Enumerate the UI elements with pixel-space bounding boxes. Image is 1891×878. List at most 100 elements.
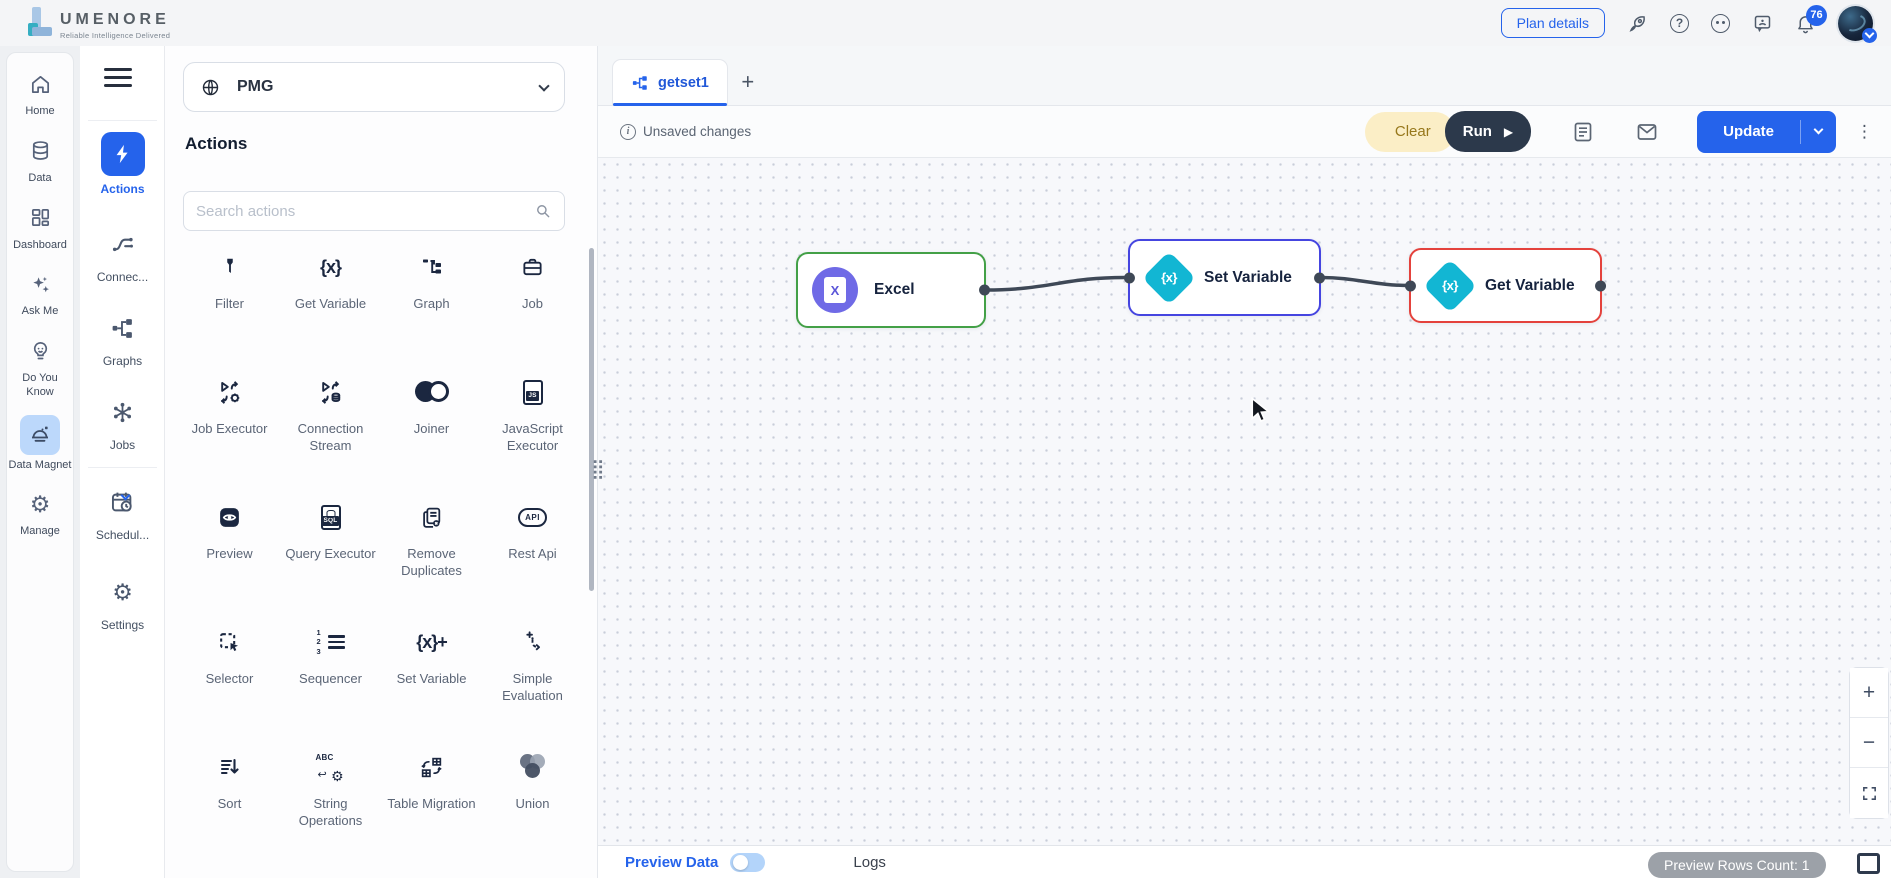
action-javascript-executor[interactable]: JS JavaScript Executor xyxy=(482,367,583,492)
action-connection-stream[interactable]: Connection Stream xyxy=(280,367,381,492)
table-migration-icon xyxy=(419,750,444,784)
assistant-bot-icon[interactable] xyxy=(1711,13,1730,33)
string-operations-icon: ABC↩⚙ xyxy=(315,753,344,784)
action-preview[interactable]: Preview xyxy=(179,492,280,617)
zoom-out-button[interactable]: − xyxy=(1850,718,1888,768)
unsaved-changes-status: i Unsaved changes xyxy=(620,123,751,140)
job-icon xyxy=(521,250,544,284)
more-options-kebab-icon[interactable]: ⋮ xyxy=(1856,121,1873,141)
node-input-port[interactable] xyxy=(1404,280,1416,291)
help-icon[interactable]: ? xyxy=(1670,13,1689,33)
sidebar-item-graphs[interactable]: Graphs xyxy=(80,308,165,368)
sidebar-item-home[interactable]: Home xyxy=(8,67,72,119)
zoom-in-button[interactable]: + xyxy=(1850,668,1888,718)
search-actions-box xyxy=(183,191,565,231)
workspace-selector[interactable]: PMG xyxy=(183,62,565,112)
hamburger-menu-icon[interactable] xyxy=(104,68,132,88)
action-table-migration[interactable]: Table Migration xyxy=(381,742,482,867)
remove-duplicates-icon xyxy=(419,500,444,534)
action-union[interactable]: Union xyxy=(482,742,583,867)
divider xyxy=(88,120,157,121)
mail-icon[interactable] xyxy=(1635,120,1659,144)
action-partial-cut-off[interactable] xyxy=(179,867,280,878)
update-options-chevron[interactable] xyxy=(1801,124,1836,135)
set-variable-diamond-icon: {x} xyxy=(1142,250,1196,305)
notification-count-badge: 76 xyxy=(1806,4,1827,26)
action-job[interactable]: Job xyxy=(482,242,583,367)
sort-icon xyxy=(218,750,242,784)
action-rest-api[interactable]: API Rest Api xyxy=(482,492,583,617)
action-graph[interactable]: Graph xyxy=(381,242,482,367)
action-simple-evaluation[interactable]: Simple Evaluation xyxy=(482,617,583,742)
get-variable-icon: {x} xyxy=(319,256,342,277)
sidebar-item-data[interactable]: Data xyxy=(8,134,72,186)
panel-scrollbar[interactable] xyxy=(589,248,594,591)
sidebar-item-do-you-know[interactable]: Do You Know xyxy=(8,334,72,400)
action-query-executor[interactable]: SQL Query Executor xyxy=(280,492,381,617)
top-bar: UMENORE Reliable Intelligence Delivered … xyxy=(0,0,1891,46)
action-sort[interactable]: Sort xyxy=(179,742,280,867)
node-input-port[interactable] xyxy=(1123,272,1135,283)
selector-icon xyxy=(217,625,242,659)
action-get-variable[interactable]: {x} Get Variable xyxy=(280,242,381,367)
sidebar-item-ask-me[interactable]: Ask Me xyxy=(8,267,72,319)
add-tab-button[interactable]: + xyxy=(741,69,755,94)
primary-sidebar-card: Home Data Dashboard Ask Me Do You Know xyxy=(6,52,74,872)
node-get-variable[interactable]: {x} Get Variable xyxy=(1404,248,1607,323)
workflow-connectors xyxy=(984,275,1411,292)
active-tab-underline xyxy=(613,102,727,106)
action-filter[interactable]: Filter xyxy=(179,242,280,367)
preview-monitor-icon[interactable] xyxy=(1857,853,1880,874)
joiner-icon xyxy=(414,375,449,409)
sidebar-item-settings[interactable]: ⚙ Settings xyxy=(80,572,165,632)
action-string-operations[interactable]: ABC↩⚙ String Operations xyxy=(280,742,381,867)
rocket-icon[interactable] xyxy=(1627,13,1648,34)
sidebar-item-schedules[interactable]: Schedul... xyxy=(80,482,165,542)
run-button[interactable]: Run ▶ xyxy=(1444,111,1532,152)
workflow-canvas[interactable]: X Excel {x} Set Variable {x} Get Variabl… xyxy=(598,158,1891,845)
tab-getset1[interactable]: getset1 xyxy=(612,59,728,106)
preview-data-label[interactable]: Preview Data xyxy=(625,853,719,871)
node-excel[interactable]: X Excel xyxy=(796,252,991,328)
clear-button[interactable]: Clear xyxy=(1364,111,1455,152)
node-output-port[interactable] xyxy=(1314,272,1326,283)
notifications-bell[interactable]: 76 xyxy=(1795,4,1827,34)
sidebar-item-actions[interactable]: Actions xyxy=(80,132,165,196)
logs-tab[interactable]: Logs xyxy=(853,853,886,871)
action-sequencer[interactable]: 123 Sequencer xyxy=(280,617,381,742)
action-job-executor[interactable]: Job Executor xyxy=(179,367,280,492)
node-output-port[interactable] xyxy=(979,284,991,296)
notes-icon[interactable] xyxy=(1571,120,1595,144)
excel-icon: X xyxy=(812,267,858,313)
update-button[interactable]: Update xyxy=(1697,110,1836,153)
user-avatar[interactable] xyxy=(1838,5,1877,43)
calendar-clock-icon xyxy=(103,482,143,522)
button-divider xyxy=(1800,119,1801,144)
graph-nodes-icon xyxy=(103,308,143,348)
sidebar-item-connections[interactable]: Connec... xyxy=(80,224,165,284)
connection-stream-icon xyxy=(317,375,344,409)
network-icon xyxy=(103,392,143,432)
action-joiner[interactable]: Joiner xyxy=(381,367,482,492)
node-output-port[interactable] xyxy=(1595,280,1607,291)
fullscreen-button[interactable] xyxy=(1850,768,1888,818)
sidebar-item-data-magnet[interactable]: Data Magnet xyxy=(8,414,72,473)
plan-details-button[interactable]: Plan details xyxy=(1500,8,1605,38)
lumenore-logo[interactable]: UMENORE Reliable Intelligence Delivered xyxy=(28,6,170,40)
panel-resize-handle[interactable]: ⣿ xyxy=(591,459,605,480)
simple-evaluation-icon xyxy=(520,625,545,659)
sidebar-item-dashboard[interactable]: Dashboard xyxy=(8,201,72,253)
feedback-icon[interactable] xyxy=(1752,13,1773,34)
sidebar-item-jobs[interactable]: Jobs xyxy=(80,392,165,452)
data-magnet-icon xyxy=(20,414,60,455)
node-set-variable[interactable]: {x} Set Variable xyxy=(1123,239,1326,316)
preview-data-toggle[interactable] xyxy=(730,852,766,872)
rest-api-icon: API xyxy=(518,500,547,534)
workflow-main-area: getset1 + i Unsaved changes Clear Run ▶ … xyxy=(598,46,1891,878)
avatar-menu-chevron-icon[interactable] xyxy=(1862,27,1877,43)
action-set-variable[interactable]: {x}+ Set Variable xyxy=(381,617,482,742)
action-selector[interactable]: Selector xyxy=(179,617,280,742)
sidebar-item-manage[interactable]: ⚙ Manage xyxy=(8,487,72,539)
action-remove-duplicates[interactable]: Remove Duplicates xyxy=(381,492,482,617)
search-actions-input[interactable] xyxy=(196,202,534,220)
